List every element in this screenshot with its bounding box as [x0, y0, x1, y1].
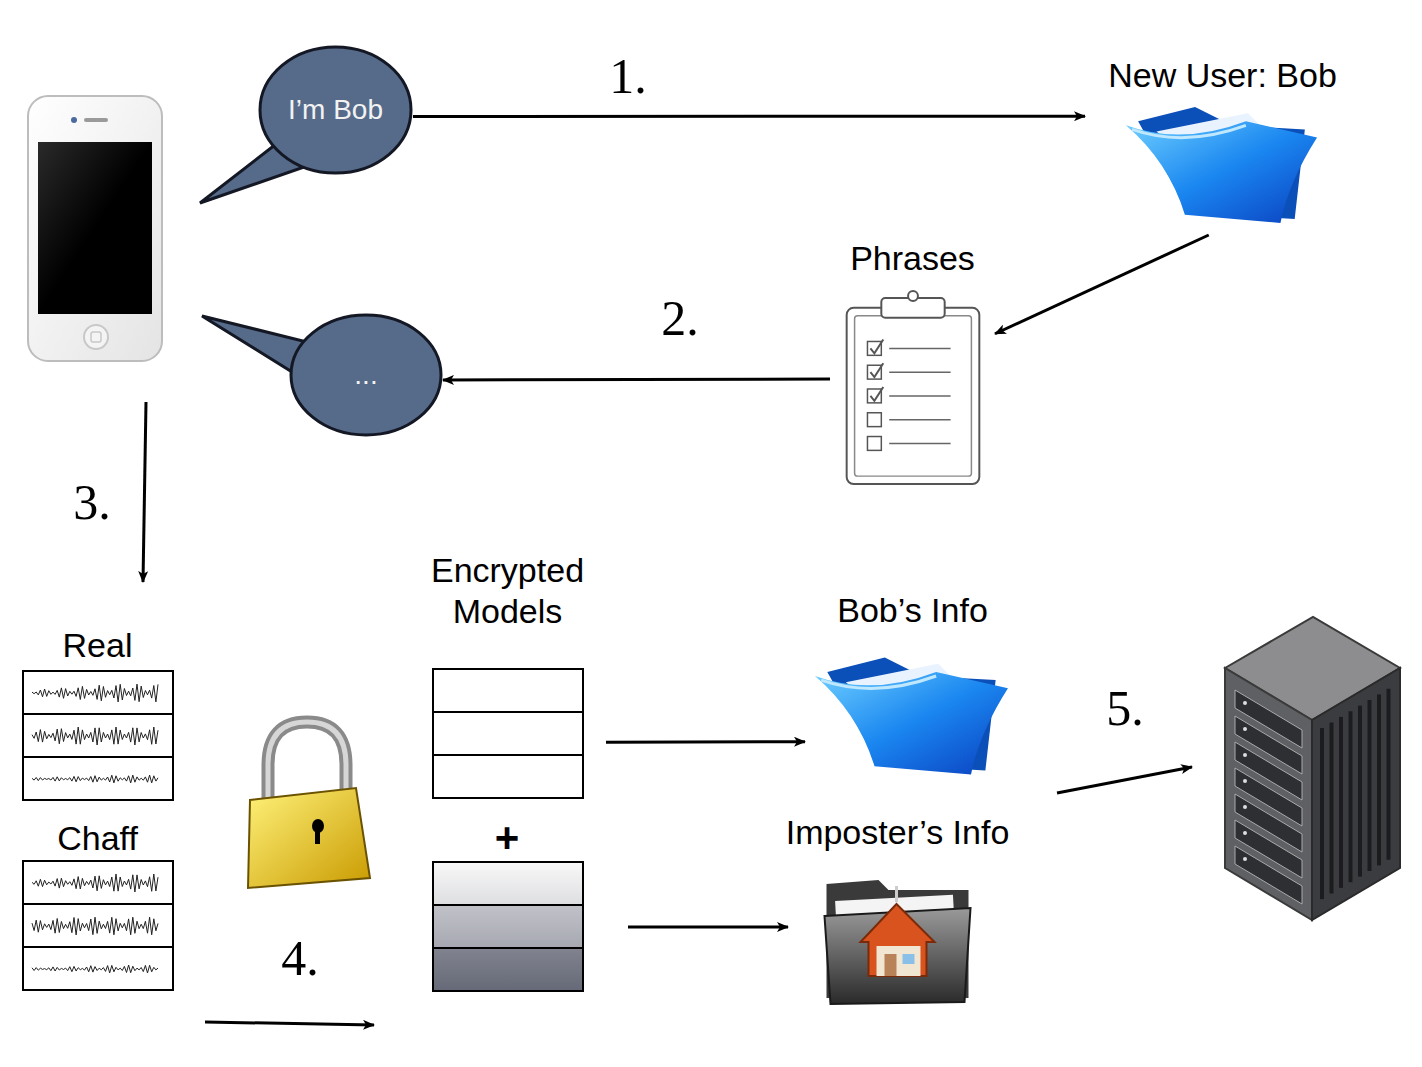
phrase-clipboard: Phrases [830, 238, 995, 490]
folder-icon [805, 652, 1020, 778]
wave-icon [20, 860, 175, 992]
server-icon [1225, 617, 1400, 920]
phone-icon [28, 96, 162, 361]
gray-icon [765, 876, 1030, 1006]
node-heading: Bob’s Info [805, 590, 1020, 631]
bubble-text: ... [354, 359, 377, 391]
bubble-text-area: I’m Bob [258, 45, 413, 175]
wave-icon [20, 670, 175, 802]
imposter-folder: Imposter’s Info [765, 812, 1030, 1010]
model-table: Encrypted Models [409, 550, 606, 803]
flow-connector [606, 740, 805, 744]
node-heading: Encrypted Models [409, 550, 606, 632]
sample-box: Chaff [20, 818, 175, 994]
padlock-icon [248, 722, 370, 888]
folder-icon [1085, 103, 1360, 225]
plus-sign: + [495, 814, 520, 862]
chaff-model-stack [433, 862, 583, 991]
callout-number: 3. [73, 473, 111, 531]
flow-connector [443, 378, 830, 382]
callout-number: 4. [281, 929, 319, 987]
flow-connector [413, 115, 1085, 118]
bubble-text-area: ... [289, 313, 443, 437]
table-icon [409, 668, 606, 800]
callout-number: 5. [1106, 679, 1144, 737]
callout-number: 2. [661, 289, 699, 347]
node-heading: New User: Bob [1085, 55, 1360, 96]
node-heading: Imposter’s Info [765, 812, 1030, 853]
clip-icon [830, 290, 995, 488]
flow-arrows [143, 402, 1192, 1025]
speech-bubble: I’m Bob [258, 45, 413, 175]
user-folder: New User: Bob [1085, 55, 1360, 235]
callout-number: 1. [609, 47, 647, 105]
sample-box: Real [20, 625, 175, 803]
info-folder: Bob’s Info [805, 590, 1020, 782]
node-heading: Real [20, 625, 175, 666]
bubble-text: I’m Bob [288, 94, 383, 126]
speech-bubble: ... [289, 313, 443, 437]
flow-connector [995, 235, 1209, 334]
node-heading: Phrases [830, 238, 995, 279]
node-heading: Chaff [20, 818, 175, 859]
